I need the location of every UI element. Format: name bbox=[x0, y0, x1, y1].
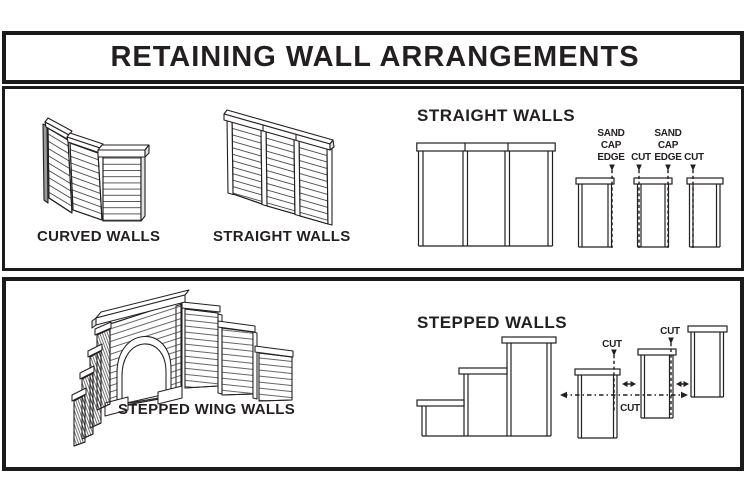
sand-cap-edge-label-2: SAND bbox=[654, 128, 681, 139]
stepped-walls-cut-guide: CUT CUT CUT bbox=[560, 325, 728, 439]
cut-dashed-lines bbox=[611, 170, 694, 248]
cut-label-a: CUT bbox=[602, 339, 622, 350]
cut-label-c: CUT bbox=[620, 403, 640, 414]
stepped-wing-walls-illustration bbox=[71, 289, 294, 447]
curved-walls-illustration bbox=[42, 117, 150, 222]
sand-cap-edge-cut-guide: SAND CAP EDGE CUT SAND CAP EDGE CUT bbox=[575, 128, 724, 248]
stepped-walls-heading: STEPPED WALLS bbox=[417, 313, 568, 332]
straight-walls-heading: STRAIGHT WALLS bbox=[417, 106, 576, 125]
stepped-walls-front-view bbox=[416, 336, 557, 437]
arrow-icons bbox=[560, 337, 689, 399]
down-arrow-icons bbox=[609, 164, 696, 171]
cut-label-1: CUT bbox=[631, 152, 651, 163]
stepped-wing-walls-caption: STEPPED WING WALLS bbox=[118, 401, 296, 418]
sand-cap-edge-label-1: SAND bbox=[597, 128, 624, 139]
svg-text:CAP: CAP bbox=[601, 140, 622, 151]
straight-walls-illustration bbox=[223, 109, 335, 226]
title-frame bbox=[2, 31, 744, 84]
svg-text:CAP: CAP bbox=[658, 140, 679, 151]
cut-dashed-lines bbox=[613, 343, 672, 415]
cut-label-b: CUT bbox=[660, 326, 680, 337]
svg-text:EDGE: EDGE bbox=[654, 152, 682, 163]
straight-walls-caption: STRAIGHT WALLS bbox=[213, 228, 351, 245]
page-title: RETAINING WALL ARRANGEMENTS bbox=[110, 41, 640, 73]
straight-wall-front-view bbox=[416, 142, 556, 247]
curved-walls-caption: CURVED WALLS bbox=[37, 228, 161, 245]
cut-label-2: CUT bbox=[684, 152, 704, 163]
svg-text:EDGE: EDGE bbox=[597, 152, 625, 163]
